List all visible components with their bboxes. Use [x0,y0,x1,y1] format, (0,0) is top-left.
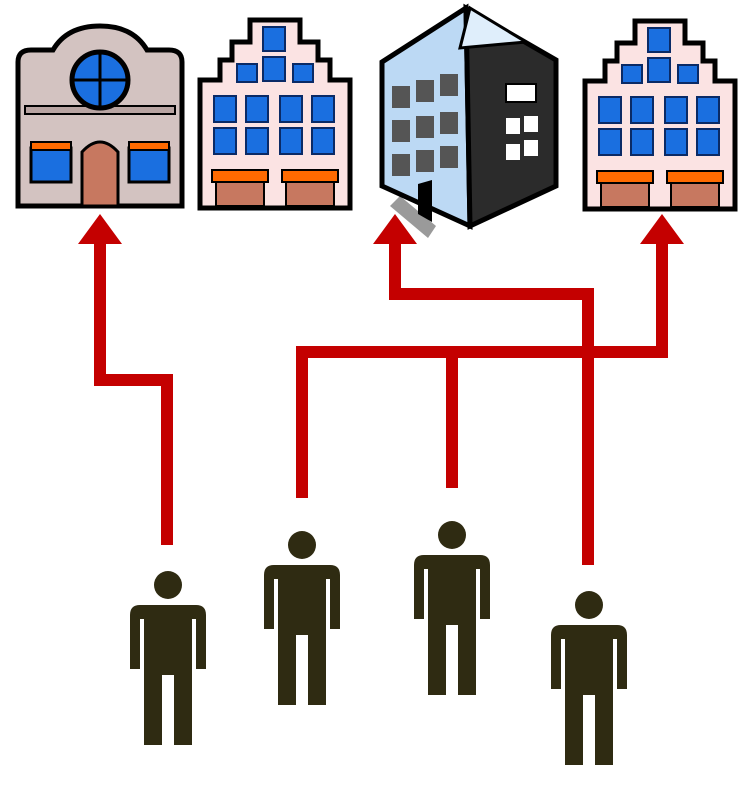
shop-building-icon [200,20,350,208]
arrowhead-office [373,214,417,244]
person-icon [551,591,627,765]
connector-person4-to-office [389,240,594,565]
office-tower-icon [379,3,559,238]
arrowhead-bank [78,214,122,244]
shop-building-icon [585,21,735,209]
arrowheads [78,214,684,244]
person-icon [414,521,490,695]
connector-person2-to-shop2 [296,240,668,498]
person-icon [264,531,340,705]
connector-lines [94,240,668,565]
person-icon [130,571,206,745]
arrowhead-shop2 [640,214,684,244]
connector-person1-to-bank [94,240,173,545]
bank-building-icon [15,23,185,209]
